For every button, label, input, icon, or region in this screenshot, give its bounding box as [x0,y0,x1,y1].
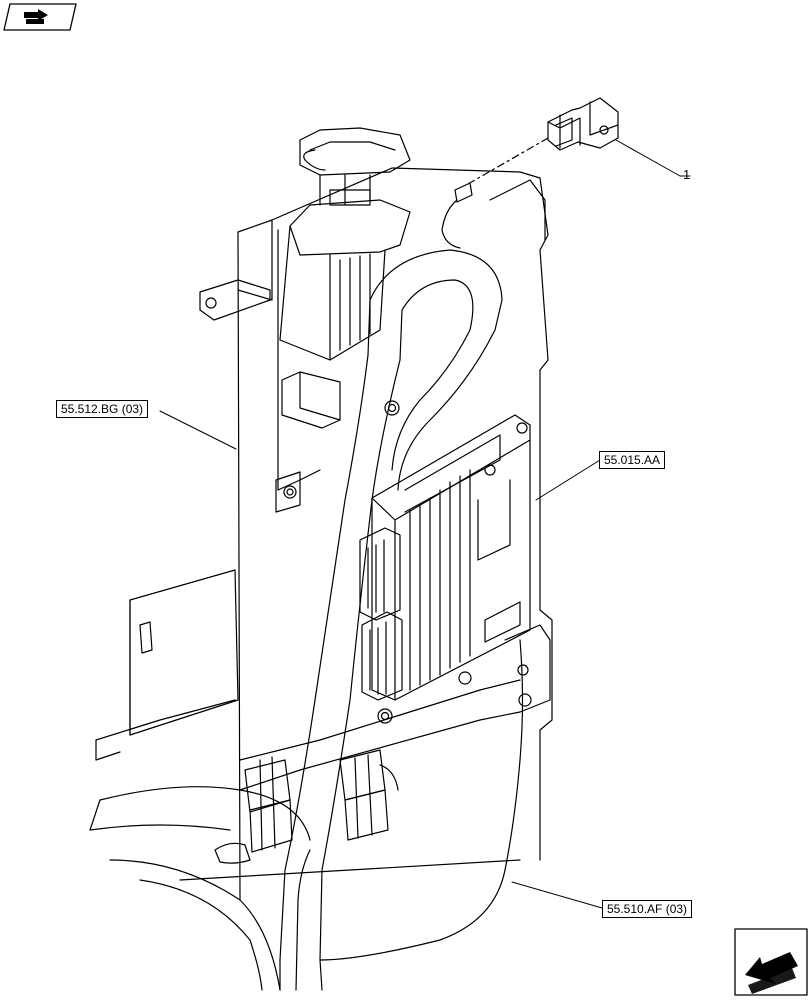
reference-55-512-bg[interactable]: 55.512.BG (03) [56,400,149,418]
cable-harness [89,249,524,991]
component-view-icon[interactable] [3,3,77,31]
sensor-component [441,97,619,249]
reference-55-510-af[interactable]: 55.510.AF (03) [602,900,693,918]
next-page-arrow-icon[interactable] [734,928,808,996]
reference-55-015-aa[interactable]: 55.015.AA [599,451,666,469]
mounting-bracket [95,167,553,901]
leader-lines [159,139,691,909]
callout-1: 1 [683,167,691,182]
grommet [281,371,400,429]
relay-connector-block [279,127,411,361]
ecu-module [359,414,531,724]
harness-connectors [214,749,399,864]
